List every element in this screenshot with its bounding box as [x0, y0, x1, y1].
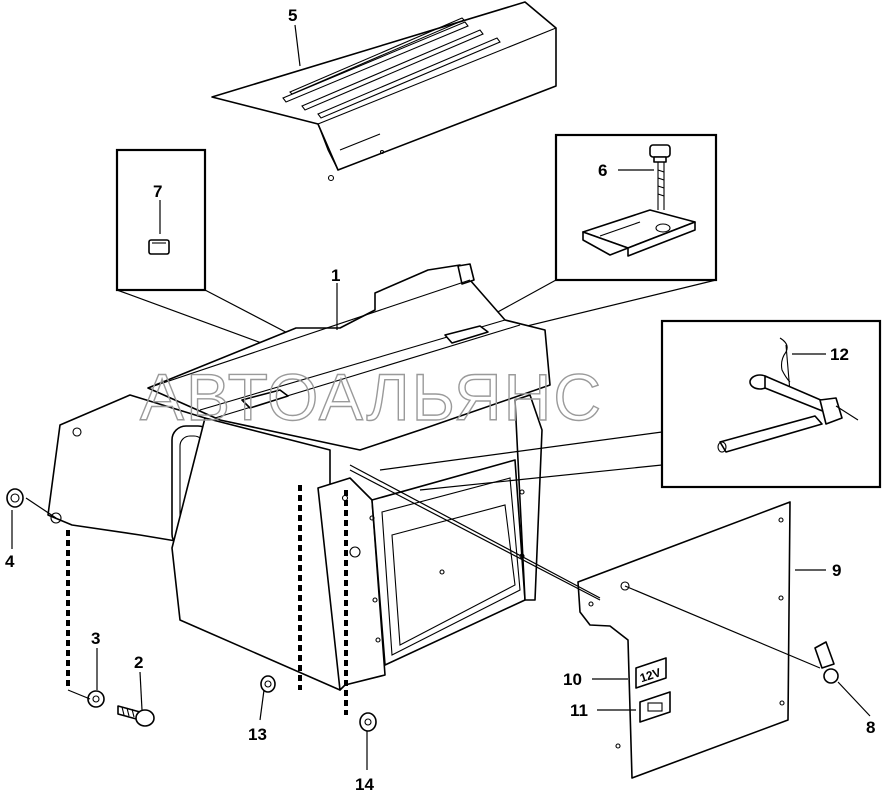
detail-frame-rod	[379, 319, 882, 491]
hinge-bracket	[582, 209, 696, 257]
callout-4: 4	[5, 552, 15, 571]
pin-part-12	[779, 337, 791, 393]
watermark-text: АВТОАЛЬЯНС	[140, 360, 603, 434]
callout-3: 3	[91, 629, 100, 648]
detail-frame-hinge	[464, 133, 718, 336]
callout-14: 14	[355, 775, 374, 794]
washer-13	[260, 675, 276, 693]
washer-4	[6, 488, 24, 508]
callout-1: 1	[331, 266, 340, 285]
callout-12: 12	[830, 345, 849, 364]
callout-6: 6	[598, 161, 607, 180]
cover-slots	[282, 17, 501, 119]
callout-8: 8	[866, 718, 875, 737]
plate-text: 12V	[638, 665, 663, 685]
callout-9: 9	[832, 561, 841, 580]
callout-leaders	[11, 24, 871, 770]
top-cover	[211, 1, 557, 182]
side-panel: 12V	[577, 501, 839, 779]
battery-box-body	[47, 263, 551, 691]
callout-10: 10	[563, 670, 582, 689]
washer-14	[359, 712, 377, 732]
callout-labels: 5 1 7 6 12 4 3 2 13 14 9 8 10 11	[5, 6, 875, 794]
battery-symbol-plate	[639, 691, 671, 723]
latch-part-8	[814, 641, 839, 684]
callout-7: 7	[153, 182, 162, 201]
callout-13: 13	[248, 725, 267, 744]
rod-assembly	[717, 374, 859, 453]
clip-part-7	[148, 239, 170, 255]
voltage-plate: 12V	[635, 657, 667, 689]
callout-5: 5	[288, 6, 297, 25]
bolt-2	[117, 705, 155, 727]
washer-3	[87, 690, 105, 708]
assembly-lines	[25, 464, 821, 715]
bolt-part-6	[649, 144, 671, 210]
callout-2: 2	[134, 653, 143, 672]
callout-11: 11	[570, 701, 588, 720]
